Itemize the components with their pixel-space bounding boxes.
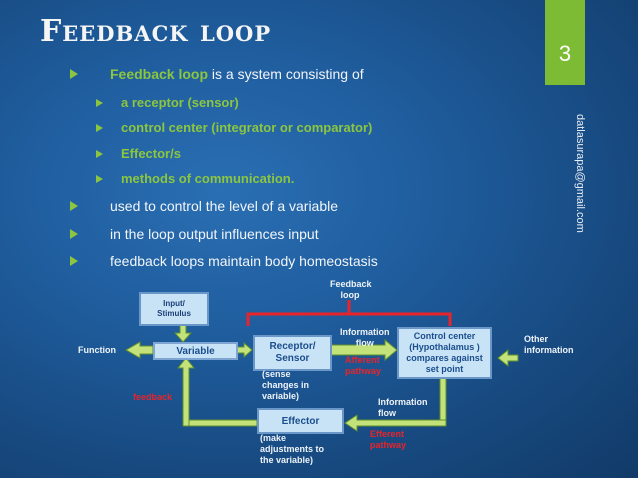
effector-box: Effector: [257, 408, 344, 434]
slide-number: 3: [558, 41, 572, 66]
bullet-arrow-icon: [96, 174, 103, 183]
info-flow-1-label: Information flow: [340, 327, 390, 348]
sub-bullet-3: Effector/s: [96, 146, 181, 161]
bullet-3-text: in the loop output influences input: [110, 226, 319, 242]
feedback-up-arrow: [176, 357, 196, 427]
other-info-label: Other information: [524, 334, 574, 355]
bullet-3: in the loop output influences input: [70, 226, 319, 242]
bullet-1-bold: Feedback loop: [110, 66, 209, 82]
info-flow-2-label: Information flow: [378, 397, 428, 418]
feedback-label: feedback: [133, 392, 173, 402]
efferent-down-line: [439, 375, 447, 425]
receptor-box: Receptor/ Sensor: [253, 335, 332, 371]
control-center-box: Control center (Hypothalamus ) compares …: [397, 327, 492, 379]
make-adjustments-label: (make adjustments to the variable): [260, 433, 325, 465]
afferent-label: Afferent pathway: [345, 355, 382, 376]
variable-box: Variable: [153, 342, 238, 360]
function-arrow: [124, 341, 154, 359]
bullet-arrow-icon: [96, 123, 103, 132]
efferent-label: Efferent pathway: [370, 429, 407, 450]
sub-bullet-text: Effector/s: [121, 146, 181, 161]
sub-bullet-text: a receptor (sensor): [121, 95, 239, 110]
bullet-4: feedback loops maintain body homeostasis: [70, 253, 378, 269]
input-stimulus-box: Input/ Stimulus: [139, 292, 209, 326]
bullet-1-text: is a system consisting of: [208, 66, 364, 82]
sub-bullet-text: control center (integrator or comparator…: [121, 120, 373, 135]
slide-title: Feedback loop: [40, 14, 272, 49]
bullet-arrow-icon: [70, 69, 88, 79]
sub-bullet-text: methods of communication.: [121, 171, 295, 186]
afferent-arrow: [329, 338, 398, 362]
effector-return-line: [182, 419, 258, 427]
stimulus-arrow: [173, 324, 193, 343]
bullet-arrow-icon: [70, 256, 88, 266]
variable-to-receptor-arrow: [235, 341, 253, 359]
bullet-arrow-icon: [96, 149, 103, 158]
bullet-arrow-icon: [70, 201, 88, 211]
feedback-loop-label: Feedback loop: [330, 279, 372, 300]
feedback-loop-bracket: [246, 312, 452, 326]
bullet-arrow-icon: [96, 98, 103, 107]
slide-number-badge: 3: [545, 0, 585, 85]
bullet-2: used to control the level of a variable: [70, 198, 338, 214]
bullet-2-text: used to control the level of a variable: [110, 198, 339, 214]
efferent-arrow: [344, 414, 447, 432]
function-label: Function: [78, 345, 116, 355]
bullet-arrow-icon: [70, 229, 88, 239]
sense-label: (sense changes in variable): [262, 369, 310, 401]
sub-bullet-4: methods of communication.: [96, 171, 294, 186]
author-email: datlasurapa@gmail.com: [574, 113, 586, 233]
sub-bullet-2: control center (integrator or comparator…: [96, 120, 372, 135]
bullet-4-text: feedback loops maintain body homeostasis: [110, 253, 378, 269]
bullet-1: Feedback loop is a system consisting of: [70, 66, 364, 82]
other-info-arrow: [497, 348, 519, 368]
sub-bullet-1: a receptor (sensor): [96, 95, 239, 110]
